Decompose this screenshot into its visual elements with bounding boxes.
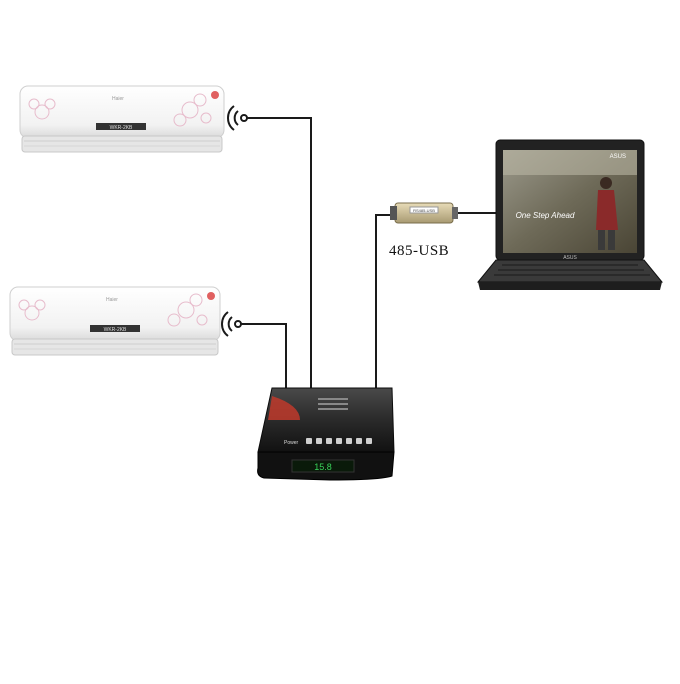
air-conditioner-2: WKR-2KB Haier [9, 286, 221, 356]
controller-unit: Power 15.8 [257, 387, 395, 481]
air-conditioner-1: WKR-2KB Haier [19, 85, 225, 153]
wireless-signal-icon [221, 311, 242, 337]
ac-panel-text-1: WKR-2KB [110, 125, 133, 131]
mascot-icon [207, 292, 215, 300]
converter-label: 485-USB [389, 243, 450, 259]
laptop-screen-brand: ASUS [610, 154, 626, 160]
wire-controller-to-converter [375, 214, 395, 392]
vent-grille [318, 398, 348, 410]
person-on-screen [596, 177, 618, 250]
laptop: One Step Ahead ASUS ASUS [476, 139, 664, 290]
ac-brand-2: Haier [106, 297, 118, 303]
laptop-keyboard [494, 264, 650, 276]
laptop-keyboard-deck [476, 259, 664, 283]
laptop-screen-text: One Step Ahead [516, 211, 575, 220]
rs485-usb-converter: RS485-USB [390, 202, 458, 224]
ac-display-panel-2 [90, 325, 140, 332]
converter-chip-text: RS485-USB [413, 208, 435, 213]
controller-display [291, 459, 355, 473]
flower-decoration-icon [18, 293, 208, 327]
power-label: Power [284, 440, 299, 446]
wire-ac1 [244, 117, 312, 392]
wireless-signal-icon [227, 105, 248, 131]
laptop-bezel-brand: ASUS [563, 255, 577, 261]
ac-brand-1: Haier [112, 96, 124, 102]
ac-display-panel-1 [96, 123, 146, 130]
laptop-base [478, 282, 662, 290]
ac-panel-text-2: WKR-2KB [104, 327, 127, 333]
wire-ac2 [238, 323, 287, 392]
controller-logo [268, 396, 300, 420]
mascot-icon [211, 91, 219, 99]
controller-buttons [306, 438, 372, 444]
flower-decoration-icon [28, 93, 212, 127]
controller-display-value: 15.8 [314, 462, 332, 472]
